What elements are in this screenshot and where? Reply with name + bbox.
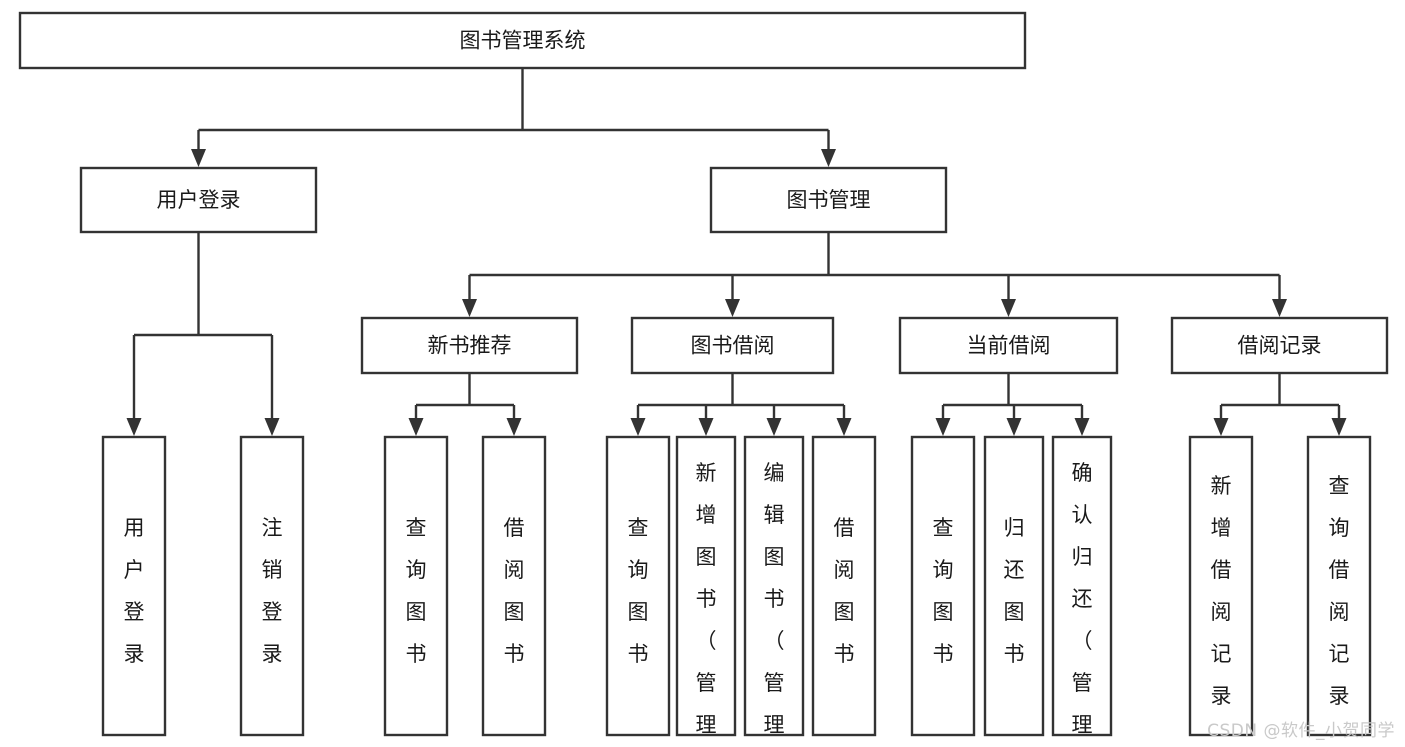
- node-l-10[interactable]: 归还图书: [983, 435, 1045, 737]
- node-label: 确认归还（管理员）: [1072, 461, 1093, 747]
- node-label: 用户登录: [124, 516, 145, 666]
- node-box[interactable]: [18, 11, 1027, 70]
- node-n-newbook[interactable]: 新书推荐: [360, 316, 579, 375]
- connector-group: [408, 373, 522, 436]
- node-box[interactable]: [1051, 435, 1113, 737]
- connector-group: [935, 373, 1090, 436]
- node-label: 查询图书: [933, 516, 954, 666]
- node-l-12[interactable]: 新增借阅记录: [1188, 435, 1254, 737]
- node-label: 新增借阅记录: [1211, 474, 1232, 708]
- node-l-9[interactable]: 查询图书: [910, 435, 976, 737]
- connector-layer: [126, 68, 1347, 436]
- node-root[interactable]: 图书管理系统: [18, 11, 1027, 70]
- node-box[interactable]: [239, 435, 305, 737]
- node-label: 注销登录: [262, 516, 283, 666]
- node-label: 当前借阅: [967, 334, 1051, 358]
- node-label: 图书管理: [787, 188, 871, 212]
- node-l-13[interactable]: 查询借阅记录: [1306, 435, 1372, 737]
- node-box[interactable]: [1170, 316, 1389, 375]
- node-box[interactable]: [709, 166, 948, 234]
- connector-group: [630, 373, 852, 436]
- node-box[interactable]: [383, 435, 449, 737]
- node-l-5[interactable]: 查询图书: [605, 435, 671, 737]
- node-box[interactable]: [101, 435, 167, 737]
- node-l-2[interactable]: 注销登录: [239, 435, 305, 737]
- node-box[interactable]: [811, 435, 877, 737]
- node-l-3[interactable]: 查询图书: [383, 435, 449, 737]
- node-box[interactable]: [743, 435, 805, 737]
- node-box[interactable]: [360, 316, 579, 375]
- node-l-11[interactable]: 确认归还（管理员）: [1051, 435, 1113, 747]
- node-box[interactable]: [630, 316, 835, 375]
- node-box[interactable]: [1188, 435, 1254, 737]
- node-label: 借阅图书: [504, 516, 525, 666]
- node-n-borrow[interactable]: 图书借阅: [630, 316, 835, 375]
- node-n-bookmgr[interactable]: 图书管理: [709, 166, 948, 234]
- node-box[interactable]: [79, 166, 318, 234]
- node-label: 查询图书: [628, 516, 649, 666]
- node-l-6[interactable]: 新增图书（管理员）: [675, 435, 737, 747]
- connector-group: [462, 232, 1287, 317]
- node-label: 新书推荐: [428, 334, 512, 358]
- node-box[interactable]: [675, 435, 737, 737]
- node-label: 归还图书: [1004, 516, 1025, 666]
- node-label: 查询图书: [406, 516, 427, 666]
- node-box[interactable]: [898, 316, 1119, 375]
- node-l-4[interactable]: 借阅图书: [481, 435, 547, 737]
- watermark-text: CSDN @软件_小贺同学: [1207, 721, 1395, 741]
- node-box[interactable]: [1306, 435, 1372, 737]
- node-box[interactable]: [481, 435, 547, 737]
- node-l-7[interactable]: 编辑图书（管理员）: [743, 435, 805, 747]
- node-n-login[interactable]: 用户登录: [79, 166, 318, 234]
- connector-group: [191, 68, 836, 167]
- node-box[interactable]: [910, 435, 976, 737]
- node-label: 借阅记录: [1238, 334, 1322, 358]
- node-n-current[interactable]: 当前借阅: [898, 316, 1119, 375]
- node-label: 图书管理系统: [460, 29, 586, 53]
- node-label: 新增图书（管理员）: [696, 461, 717, 747]
- node-box[interactable]: [605, 435, 671, 737]
- connector-group: [1213, 373, 1347, 436]
- node-label: 编辑图书（管理员）: [764, 461, 785, 747]
- node-box[interactable]: [983, 435, 1045, 737]
- node-layer: 图书管理系统用户登录图书管理新书推荐图书借阅当前借阅借阅记录用户登录注销登录查询…: [18, 11, 1389, 747]
- node-l-8[interactable]: 借阅图书: [811, 435, 877, 737]
- node-label: 用户登录: [157, 188, 241, 212]
- node-label: 图书借阅: [691, 334, 775, 358]
- node-n-records[interactable]: 借阅记录: [1170, 316, 1389, 375]
- node-label: 查询借阅记录: [1329, 474, 1350, 708]
- connector-group: [126, 232, 280, 436]
- node-label: 借阅图书: [834, 516, 855, 666]
- node-l-1[interactable]: 用户登录: [101, 435, 167, 737]
